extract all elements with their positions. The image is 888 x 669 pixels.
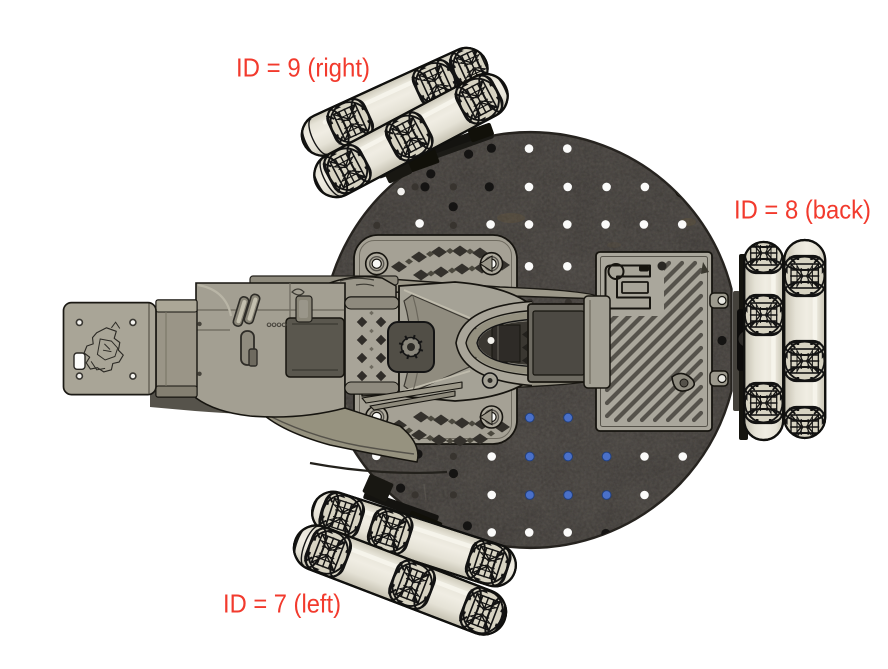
svg-text:ID = 9 (right): ID = 9 (right) [236, 53, 370, 83]
svg-text:ID = 8 (back): ID = 8 (back) [734, 195, 871, 225]
svg-text:ID = 7 (left): ID = 7 (left) [223, 589, 341, 619]
